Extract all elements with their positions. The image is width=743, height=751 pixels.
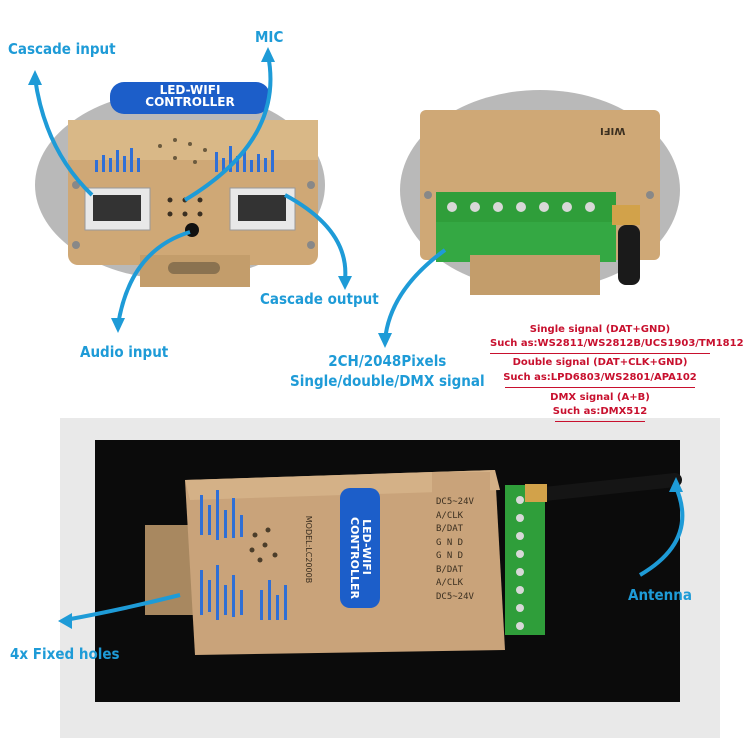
- spec-double-title: Double signal (DAT+CLK+GND): [512, 357, 688, 368]
- badge-line1: LED-WIFI: [159, 83, 221, 97]
- spec-single-examples: Such as:WS2811/WS2812B/UCS1903/TM1812: [490, 338, 743, 349]
- callout-channels: 2CH/2048Pixels Single/double/DMX signal: [290, 351, 485, 391]
- terminal-label: A/CLK: [436, 578, 464, 588]
- badge-boxed-line1: LED-WIFI: [360, 519, 373, 575]
- callout-fixed-holes: 4x Fixed holes: [10, 645, 120, 663]
- terminal-label: B/DAT: [436, 524, 464, 534]
- callout-arrows: [33, 54, 685, 622]
- callout-channels-line1: 2CH/2048Pixels: [328, 352, 447, 370]
- boxed-product-photo: [60, 418, 720, 738]
- spec-divider: [490, 353, 710, 354]
- callout-channels-line2: Single/double/DMX signal: [290, 372, 485, 390]
- badge-title-top: LED-WIFI CONTROLLER: [112, 84, 268, 108]
- spec-divider: [555, 421, 645, 422]
- terminal-label: G N D: [436, 551, 464, 561]
- terminal-label: B/DAT: [436, 564, 464, 575]
- spec-dmx-examples: Such as:DMX512: [552, 406, 648, 417]
- badge-boxed-line2: CONTROLLER: [348, 517, 361, 599]
- terminal-label-list: DC5~24V A/CLK B/DAT G N D G N D B/DAT A/…: [436, 496, 488, 604]
- callout-audio-input: Audio input: [80, 343, 169, 361]
- spec-dmx-title: DMX signal (A+B): [550, 392, 650, 403]
- badge-line2: CONTROLLER: [145, 95, 235, 109]
- front-view-photo: [35, 82, 325, 287]
- spec-double-examples: Such as:LPD6803/WS2801/APA102: [503, 372, 697, 383]
- side-view-photo: [400, 90, 680, 295]
- spec-divider: [505, 387, 695, 388]
- callout-antenna: Antenna: [628, 586, 692, 604]
- model-label: MODEL:LC2000B: [304, 515, 314, 584]
- callout-cascade-output: Cascade output: [260, 290, 379, 308]
- terminal-label: DC5~24V: [436, 591, 474, 602]
- terminal-label: A/CLK: [436, 510, 464, 521]
- callout-cascade-input: Cascade input: [8, 40, 116, 58]
- callout-mic: MIC: [255, 28, 284, 46]
- terminal-label: G N D: [436, 537, 464, 548]
- wifi-label: WIFI: [600, 125, 626, 136]
- terminal-label: DC5~24V: [436, 497, 474, 507]
- spec-single-title: Single signal (DAT+GND): [529, 324, 671, 335]
- badge-boxed: LED-WIFI CONTROLLER: [348, 517, 373, 599]
